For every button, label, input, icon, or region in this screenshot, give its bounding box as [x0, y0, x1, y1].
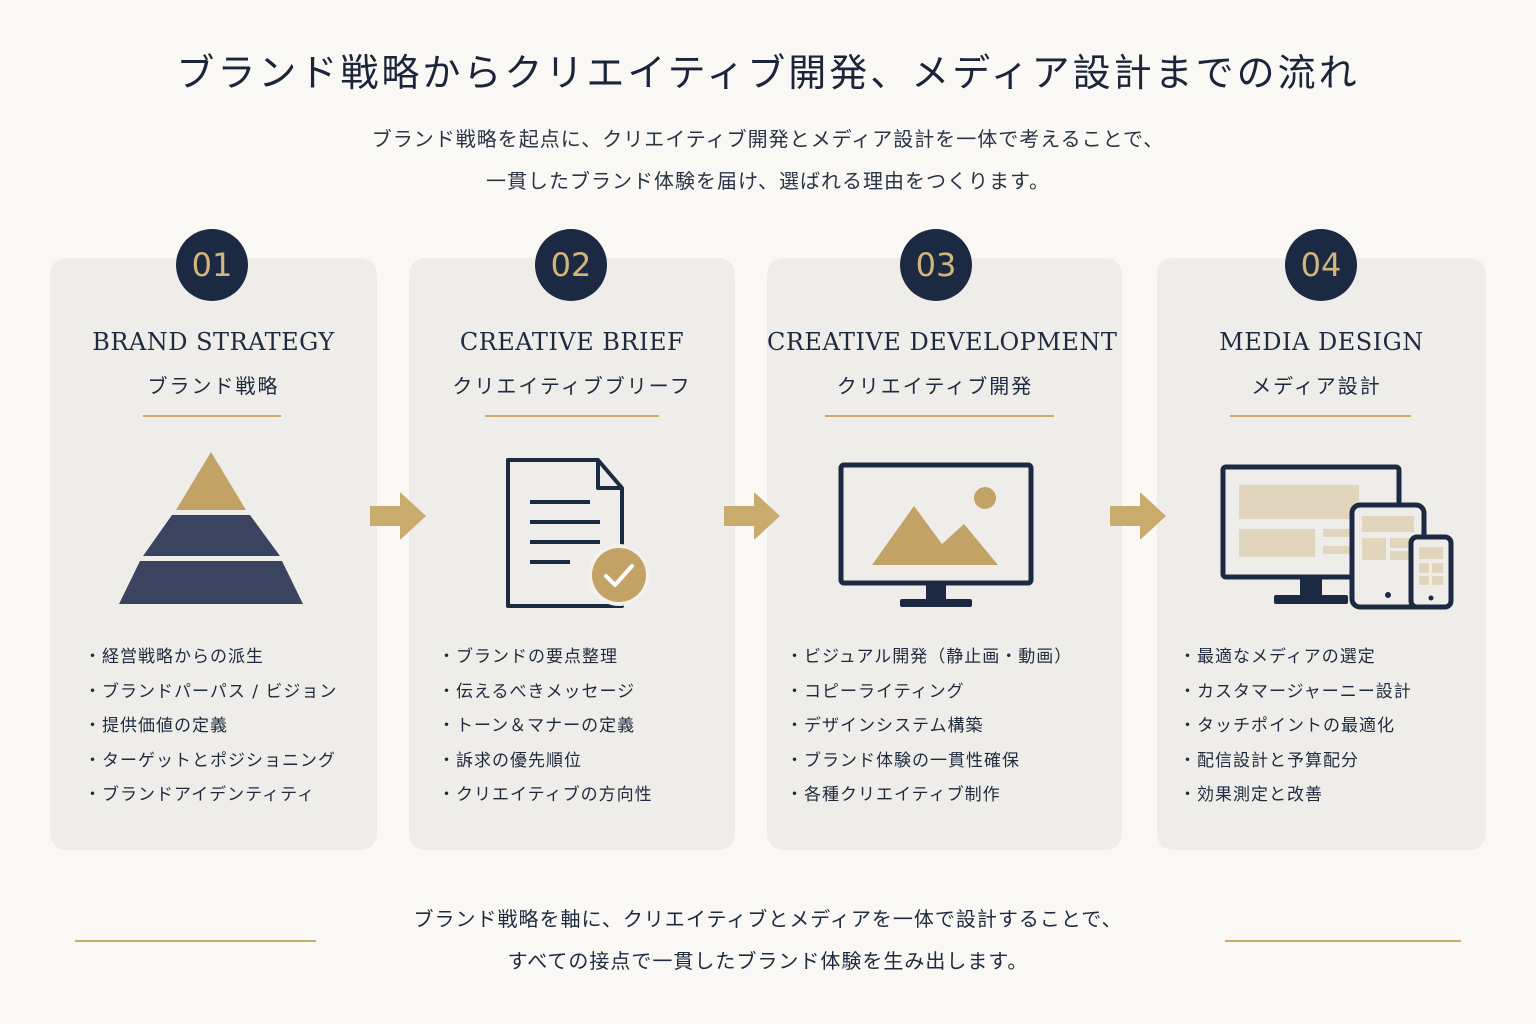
list-item: 最適なメディアの選定: [1179, 640, 1412, 675]
list-item: カスタマージャーニー設計: [1179, 675, 1412, 710]
step-item-list: ビジュアル開発（静止画・動画） コピーライティング デザインシステム構築 ブラン…: [786, 640, 1072, 813]
arrow-right-icon: [724, 492, 780, 540]
footer-divider-left: [75, 940, 316, 942]
list-item: ブランド体験の一貫性確保: [786, 744, 1072, 779]
step-title-en: CREATIVE DEVELOPMENT: [767, 328, 1118, 356]
multi-device-icon: [1220, 464, 1454, 610]
intro-line: ブランド戦略を起点に、クリエイティブ開発とメディア設計を一体で考えることで、: [371, 127, 1165, 151]
document-check-icon: [506, 458, 650, 608]
step-item-list: 最適なメディアの選定 カスタマージャーニー設計 タッチポイントの最適化 配信設計…: [1179, 640, 1412, 813]
step-number-badge: 03: [900, 229, 972, 301]
step-title-ja: ブランド戦略: [147, 374, 280, 398]
footer-line: ブランド戦略を軸に、クリエイティブとメディアを一体で設計することで、: [413, 907, 1123, 931]
intro-text: ブランド戦略を起点に、クリエイティブ開発とメディア設計を一体で考えることで、 一…: [0, 118, 1536, 202]
list-item: 提供価値の定義: [84, 709, 337, 744]
list-item: デザインシステム構築: [786, 709, 1072, 744]
arrow-right-icon: [1110, 492, 1166, 540]
intro-line: 一貫したブランド体験を届け、選ばれる理由をつくります。: [486, 169, 1050, 193]
step-title-ja: クリエイティブ開発: [836, 374, 1034, 398]
title-divider: [1230, 415, 1411, 417]
list-item: 経営戦略からの派生: [84, 640, 337, 675]
list-item: トーン＆マナーの定義: [438, 709, 653, 744]
list-item: ブランドアイデンティティ: [84, 778, 337, 813]
list-item: タッチポイントの最適化: [1179, 709, 1412, 744]
pyramid-icon: [119, 452, 303, 604]
step-title-ja: メディア設計: [1251, 374, 1382, 398]
list-item: クリエイティブの方向性: [438, 778, 653, 813]
title-divider: [485, 415, 659, 417]
footer-text: ブランド戦略を軸に、クリエイティブとメディアを一体で設計することで、 すべての接…: [0, 898, 1536, 982]
list-item: ターゲットとポジショニング: [84, 744, 337, 779]
list-item: 効果測定と改善: [1179, 778, 1412, 813]
title-divider: [825, 415, 1054, 417]
step-title-en: BRAND STRATEGY: [92, 328, 335, 356]
step-item-list: 経営戦略からの派生 ブランドパーパス / ビジョン 提供価値の定義 ターゲットと…: [84, 640, 337, 813]
monitor-image-icon: [838, 462, 1034, 607]
footer-line: すべての接点で一貫したブランド体験を生み出します。: [507, 949, 1029, 973]
step-number-badge: 01: [176, 229, 248, 301]
list-item: 各種クリエイティブ制作: [786, 778, 1072, 813]
step-item-list: ブランドの要点整理 伝えるべきメッセージ トーン＆マナーの定義 訴求の優先順位 …: [438, 640, 653, 813]
list-item: ブランドパーパス / ビジョン: [84, 675, 337, 710]
step-number-badge: 04: [1285, 229, 1357, 301]
step-number-badge: 02: [535, 229, 607, 301]
list-item: 配信設計と予算配分: [1179, 744, 1412, 779]
page-title: ブランド戦略からクリエイティブ開発、メディア設計までの流れ: [176, 51, 1360, 95]
footer-divider-right: [1225, 940, 1461, 942]
step-title-en: CREATIVE BRIEF: [459, 328, 685, 356]
arrow-right-icon: [370, 492, 426, 540]
list-item: コピーライティング: [786, 675, 1072, 710]
step-title-en: MEDIA DESIGN: [1219, 328, 1424, 356]
list-item: ブランドの要点整理: [438, 640, 653, 675]
list-item: 伝えるべきメッセージ: [438, 675, 653, 710]
list-item: 訴求の優先順位: [438, 744, 653, 779]
step-title-ja: クリエイティブブリーフ: [452, 374, 692, 398]
list-item: ビジュアル開発（静止画・動画）: [786, 640, 1072, 675]
title-divider: [143, 415, 281, 417]
